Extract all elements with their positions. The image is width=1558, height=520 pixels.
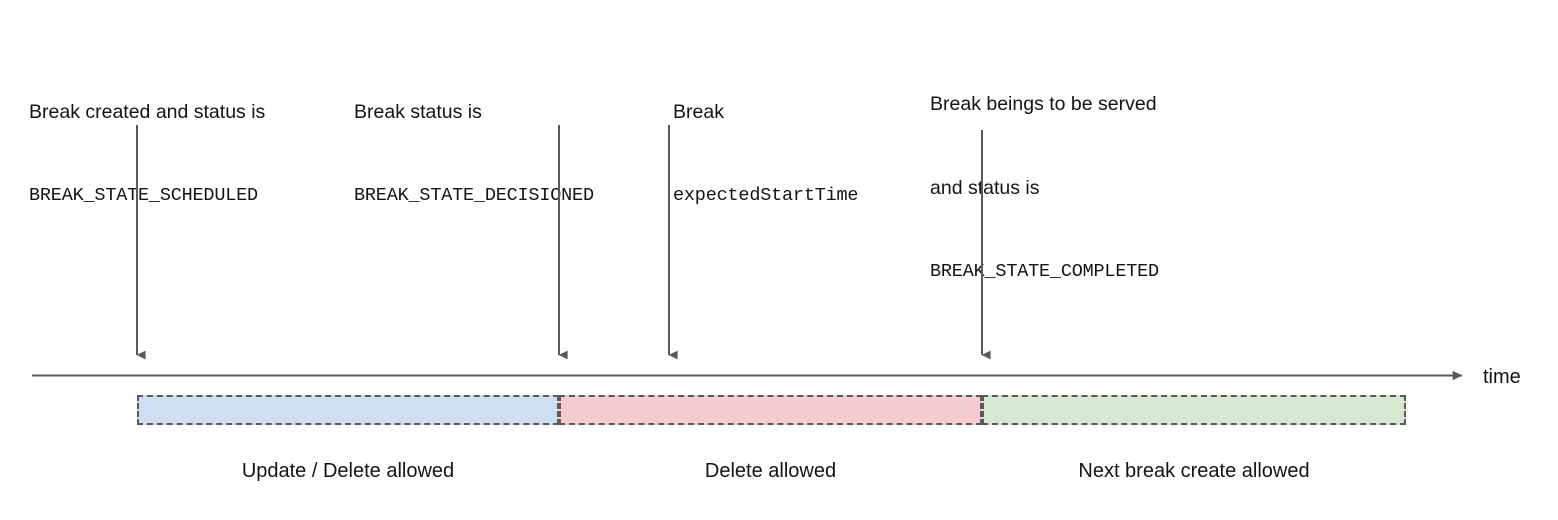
annotation-break-completed: Break beings to be served and status is … [930,34,1159,342]
annotation-line: BREAK_STATE_DECISIONED [354,185,594,206]
annotation-line: Break [673,101,724,123]
caption-scheduled-window: Update / Delete allowed [241,460,455,482]
annotation-break-created: Break created and status is BREAK_STATE_… [29,42,265,266]
annotation-line: Break status is [354,101,482,123]
caption-decisioned-window: Delete allowed [704,460,837,482]
annotation-break-expected-start-time: Break expectedStartTime [673,42,859,266]
annotation-line: Break beings to be served [930,93,1157,115]
caption-completed-window: Next break create allowed [1078,460,1310,482]
segment-completed-window [982,395,1406,425]
annotation-line: Break created and status is [29,101,266,123]
annotation-line: BREAK_STATE_COMPLETED [930,261,1159,282]
annotation-break-decisioned: Break status is BREAK_STATE_DECISIONED [354,42,594,266]
time-axis-label: time [1483,366,1521,388]
annotation-line: expectedStartTime [673,185,859,206]
annotation-line: and status is [930,177,1040,199]
segment-decisioned-window [559,395,982,425]
segment-scheduled-window [137,395,559,425]
annotation-line: BREAK_STATE_SCHEDULED [29,185,258,206]
